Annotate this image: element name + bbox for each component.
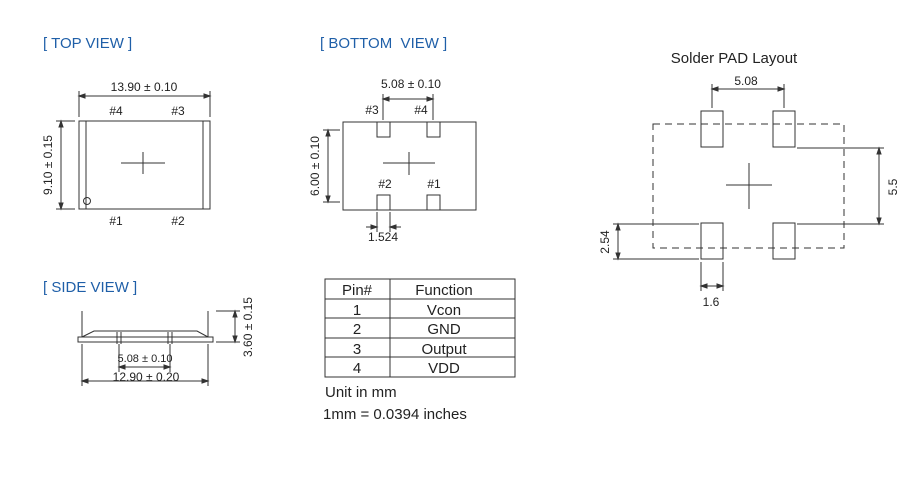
top-view-pin-3: #3 [171,104,185,118]
pad-3 [376,121,391,138]
solder-pad-row-dim: 5.5 [886,178,900,195]
bottom-view-height-dim: 6.00 ± 0.10 [308,136,322,196]
pin-table-cell-function: GND [427,321,461,338]
side-view-height-dim: 3.60 ± 0.15 [241,297,255,357]
pad-2 [376,194,391,211]
bottom-view-pin-4: #4 [414,103,428,117]
pin1-marker [83,197,91,205]
bottom-view-pin-2: #2 [378,177,392,191]
bottom-view-title: [ BOTTOM VIEW ] [320,35,447,52]
top-view-pin-4: #4 [109,104,123,118]
solder-pad-title: Solder PAD Layout [671,50,798,67]
top-view-width-dim: 13.90 ± 0.10 [111,80,178,94]
solder-pad-layout [613,84,884,291]
pin-table-cell-pin: 2 [353,321,361,338]
pin-table-cell-pin: 3 [353,341,361,358]
side-view-title: [ SIDE VIEW ] [43,279,137,296]
pin-table-grid [324,278,516,378]
side-view-base [77,336,214,343]
solder-pad-br [772,222,796,260]
pin-table-header-function: Function [415,282,473,299]
solder-pad-pitch-dim: 5.08 [734,74,758,88]
solder-pad-tl [700,110,724,148]
bottom-view-pitch-dim: 5.08 ± 0.10 [381,77,441,91]
top-view-height-dim: 9.10 ± 0.15 [41,135,55,195]
pad-1 [426,194,441,211]
top-view-pin-2: #2 [171,214,185,228]
side-view-inner-dim: 5.08 ± 0.10 [118,353,173,365]
pin-table-cell-function: Output [421,341,467,358]
top-view-pin-1: #1 [109,214,123,228]
bottom-view [323,94,477,232]
solder-pad-width-dim: 1.6 [703,295,720,309]
pin-table-cell-function: VDD [428,360,460,377]
top-view-title: [ TOP VIEW ] [43,35,132,52]
pin-table-cell-function: Vcon [427,302,461,319]
side-view-body [81,330,209,338]
side-view [77,309,240,386]
bottom-view-pin-1: #1 [427,177,441,191]
bottom-view-pad-dim: 1.524 [368,230,398,244]
pin-table: Pin# Function 1 Vcon 2 GND 3 Output 4 VDD [342,282,473,377]
solder-pad-bl [700,222,724,260]
top-view [56,91,212,211]
bottom-view-body [342,121,477,211]
unit-conversion: 1mm = 0.0394 inches [323,406,467,423]
side-view-length-dim: 12.90 ± 0.20 [113,370,180,384]
bottom-view-pin-3: #3 [365,103,379,117]
solder-pad-tr [772,110,796,148]
top-view-body [78,120,211,210]
pad-4 [426,121,441,138]
pin-table-cell-pin: 4 [353,360,361,377]
pin-table-header-pin: Pin# [342,282,373,299]
solder-pad-length-dim: 2.54 [598,230,612,254]
unit-note: Unit in mm [325,384,397,401]
pin-table-cell-pin: 1 [353,302,361,319]
solder-outline [652,123,845,249]
